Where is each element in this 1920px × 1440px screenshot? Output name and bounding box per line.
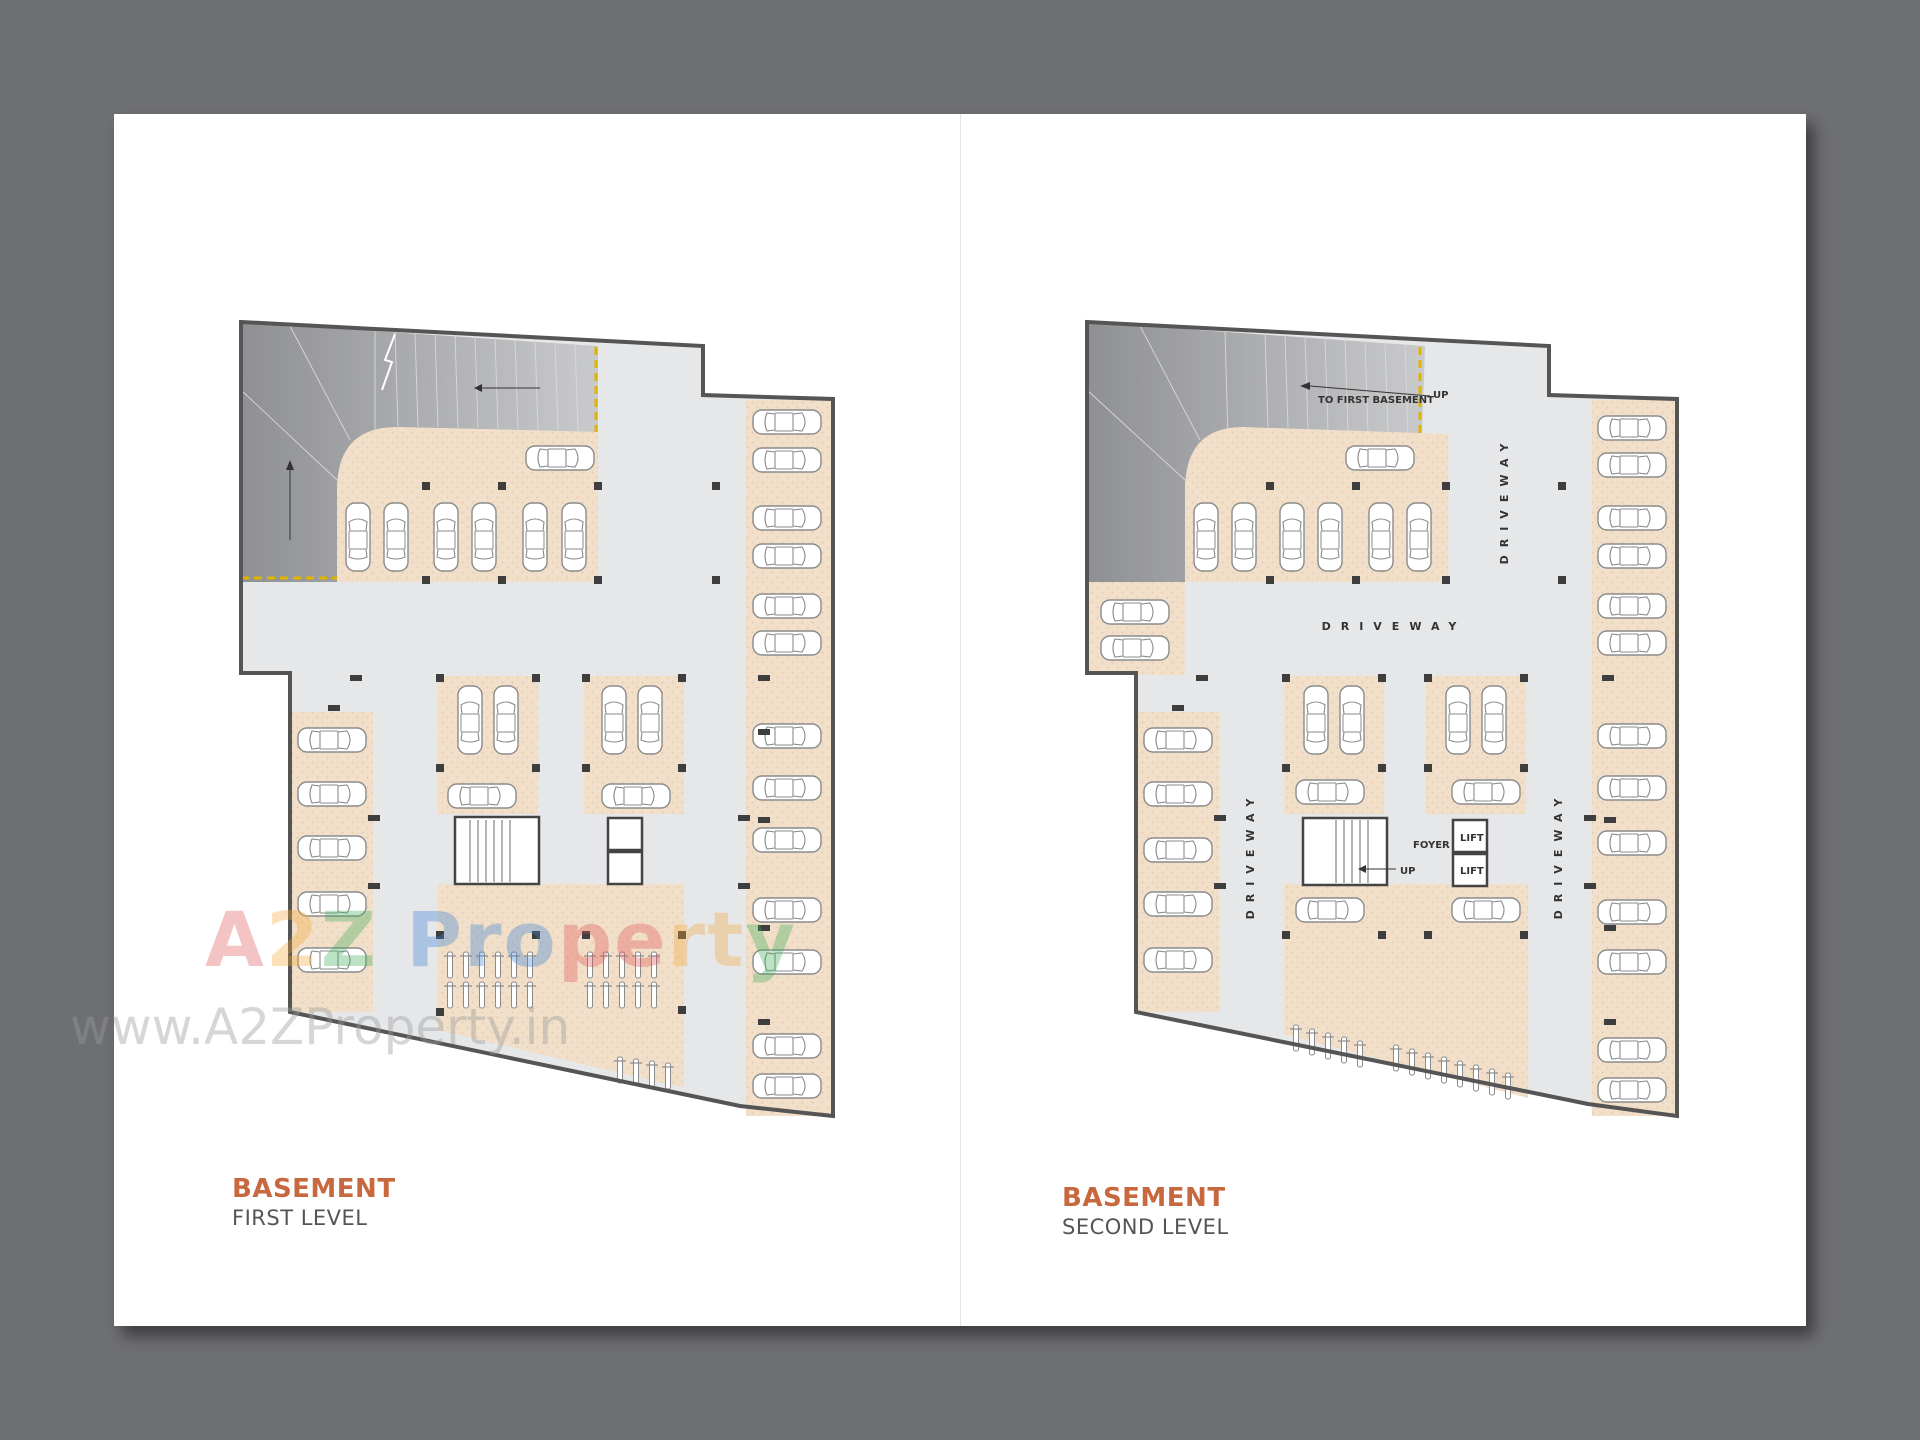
caption-first-level: BASEMENT FIRST LEVEL xyxy=(232,1174,396,1232)
ramp xyxy=(241,322,598,582)
page-fold xyxy=(960,114,961,1326)
lift-label-1: LIFT xyxy=(1460,833,1484,844)
ramp-label: TO FIRST BASEMENT xyxy=(1318,395,1434,406)
lift-1 xyxy=(1451,818,1489,854)
plan-second-level: TO FIRST BASEMENT UP UP FOYER LIFT LIFT … xyxy=(1085,319,1679,1119)
driveway-label-top-right: DRIVEWAY xyxy=(1498,436,1511,565)
foyer-label: FOYER xyxy=(1413,840,1450,851)
caption-title: BASEMENT xyxy=(232,1174,396,1204)
driveway-label-left: DRIVEWAY xyxy=(1244,791,1257,920)
caption-second-level: BASEMENT SECOND LEVEL xyxy=(1062,1183,1229,1241)
lift-label-2: LIFT xyxy=(1460,866,1484,877)
caption-title: BASEMENT xyxy=(1062,1183,1226,1213)
lift-2 xyxy=(1451,852,1489,888)
plan-first-level xyxy=(239,319,835,1119)
driveway-label-right: DRIVEWAY xyxy=(1552,791,1565,920)
up-label: UP xyxy=(1433,390,1448,401)
ramp xyxy=(1087,322,1425,582)
stair-up-label: UP xyxy=(1400,866,1415,877)
driveway-label-center: DRIVEWAY xyxy=(1322,620,1467,633)
caption-subtitle: SECOND LEVEL xyxy=(1062,1215,1229,1239)
caption-subtitle: FIRST LEVEL xyxy=(232,1206,368,1230)
